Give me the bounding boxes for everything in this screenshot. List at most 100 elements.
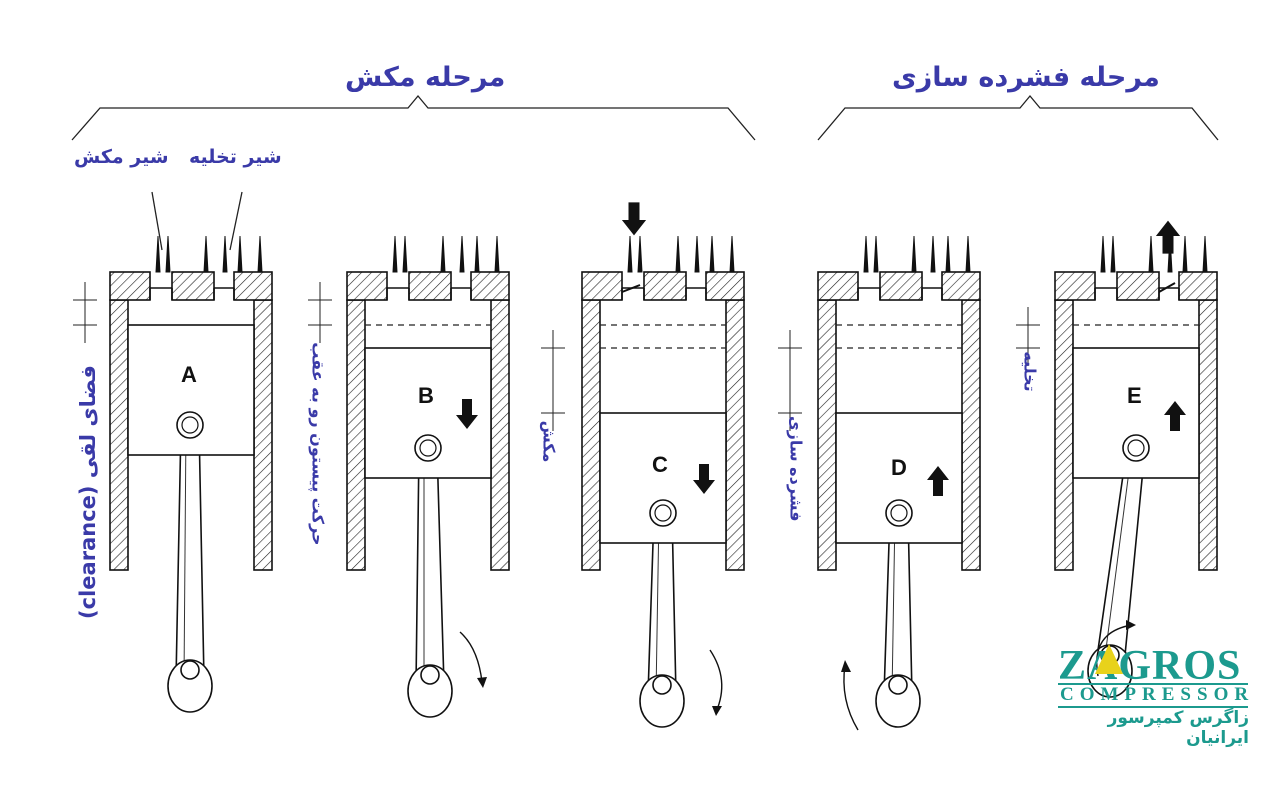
suction-valve-pointer	[229, 191, 243, 251]
valve-stem	[1110, 235, 1116, 273]
valve-stem	[459, 235, 465, 273]
cylinder-wall	[1198, 299, 1218, 571]
valve-stem	[237, 235, 243, 273]
crank-pin	[652, 675, 672, 695]
cylinder-head	[879, 271, 923, 301]
cylinder-wall	[817, 299, 837, 571]
crank-pin	[180, 660, 200, 680]
valve-stem	[155, 235, 161, 273]
connecting-rod	[183, 424, 187, 681]
cylinder-head	[233, 271, 273, 301]
rotation-arrow-icon	[477, 677, 487, 688]
valve-stem	[694, 235, 700, 273]
crank-big-end	[167, 659, 213, 713]
valve-stem	[1100, 235, 1106, 273]
valve-stem	[911, 235, 917, 273]
rotation-arrow-icon	[843, 664, 859, 731]
cylinder-head	[408, 271, 452, 301]
crank-big-end	[407, 664, 453, 718]
compression-phase-brace	[817, 94, 1219, 141]
valve-stem	[627, 235, 633, 273]
wrist-pin	[654, 504, 672, 522]
cylinder-head	[109, 271, 151, 301]
crank-pin	[888, 675, 908, 695]
cylinder-wall	[109, 299, 129, 571]
valve-stem	[873, 235, 879, 273]
cylinder-wall	[346, 299, 366, 571]
rotation-arrow-icon	[709, 649, 723, 713]
cylinder-head	[171, 271, 215, 301]
cylinder-head	[1116, 271, 1160, 301]
arrow-up-icon	[927, 466, 949, 496]
cylinder-wall	[581, 299, 601, 571]
logo-sub-text: COMPRESSOR	[1060, 684, 1255, 705]
valve-stem	[1148, 235, 1154, 273]
rotation-arrow-icon	[1126, 620, 1136, 630]
cylinder-wall	[1054, 299, 1074, 571]
cylinder-head	[1054, 271, 1096, 301]
discharge-valve-label: شیر تخلیه	[189, 146, 282, 168]
valve-stem	[392, 235, 398, 273]
rotation-arrow-icon	[712, 706, 722, 716]
inflow-arrow-icon	[621, 202, 647, 236]
valve-stem	[257, 235, 263, 273]
wrist-pin	[890, 504, 908, 522]
valve-stem	[930, 235, 936, 273]
crank-pin	[420, 665, 440, 685]
open-discharge-valve	[1158, 282, 1176, 293]
logo-divider	[1058, 706, 1248, 708]
zagros-logo: ZAGROS COMPRESSOR زاگرس کمپرسور ایرانیان	[1052, 640, 1257, 748]
valve-stem	[709, 235, 715, 273]
cylinder-head	[1178, 271, 1218, 301]
wrist-pin	[419, 439, 437, 457]
valve-stem	[945, 235, 951, 273]
cylinder-head	[817, 271, 859, 301]
valve-stem	[440, 235, 446, 273]
valve-stem	[675, 235, 681, 273]
discharge-valve-pointer	[151, 191, 163, 251]
cylinder-wall	[725, 299, 745, 571]
arrow-down-icon	[693, 464, 715, 494]
suction-phase-title: مرحله مکش	[345, 62, 506, 93]
cylinder-head	[470, 271, 510, 301]
valve-stem	[1182, 235, 1188, 273]
cylinder-wall	[490, 299, 510, 571]
valve-stem	[165, 235, 171, 273]
logo-persian-text: زاگرس کمپرسور ایرانیان	[1107, 708, 1249, 748]
cylinder-wall	[253, 299, 273, 571]
compression-stroke-label: فشرده سازی	[786, 415, 806, 522]
logo-main-text: ZAGROS	[1058, 643, 1242, 689]
rotation-arrow-icon	[841, 660, 851, 672]
valve-stem	[863, 235, 869, 273]
connecting-rod	[1103, 447, 1133, 665]
valve-stem	[1167, 235, 1173, 273]
valve-stem	[203, 235, 209, 273]
stage-letter-d: D	[891, 455, 907, 480]
cylinder-head	[941, 271, 981, 301]
cylinder-head	[705, 271, 745, 301]
connecting-rod	[415, 447, 445, 686]
connecting-rod	[175, 424, 205, 681]
suction-phase-brace	[71, 94, 756, 141]
suction-valve-label: شیر مکش	[74, 146, 169, 168]
stage-letter-e: E	[1127, 383, 1142, 408]
arrow-up-icon	[1164, 401, 1186, 431]
compression-phase-title: مرحله فشرده سازی	[892, 62, 1160, 93]
valve-stem	[1202, 235, 1208, 273]
arrow-down-icon	[456, 399, 478, 429]
valve-stem	[222, 235, 228, 273]
valve-stem	[965, 235, 971, 273]
wrist-pin	[1127, 439, 1145, 457]
wrist-pin	[181, 416, 199, 434]
valve-stem	[402, 235, 408, 273]
logo-divider	[1058, 683, 1248, 685]
valve-stem	[474, 235, 480, 273]
cylinder-wall	[961, 299, 981, 571]
rotation-arrow-icon	[459, 631, 483, 683]
crank-big-end	[875, 674, 921, 728]
valve-stem	[637, 235, 643, 273]
stage-letter-c: C	[652, 452, 668, 477]
crank-big-end	[639, 674, 685, 728]
valve-stem	[494, 235, 500, 273]
